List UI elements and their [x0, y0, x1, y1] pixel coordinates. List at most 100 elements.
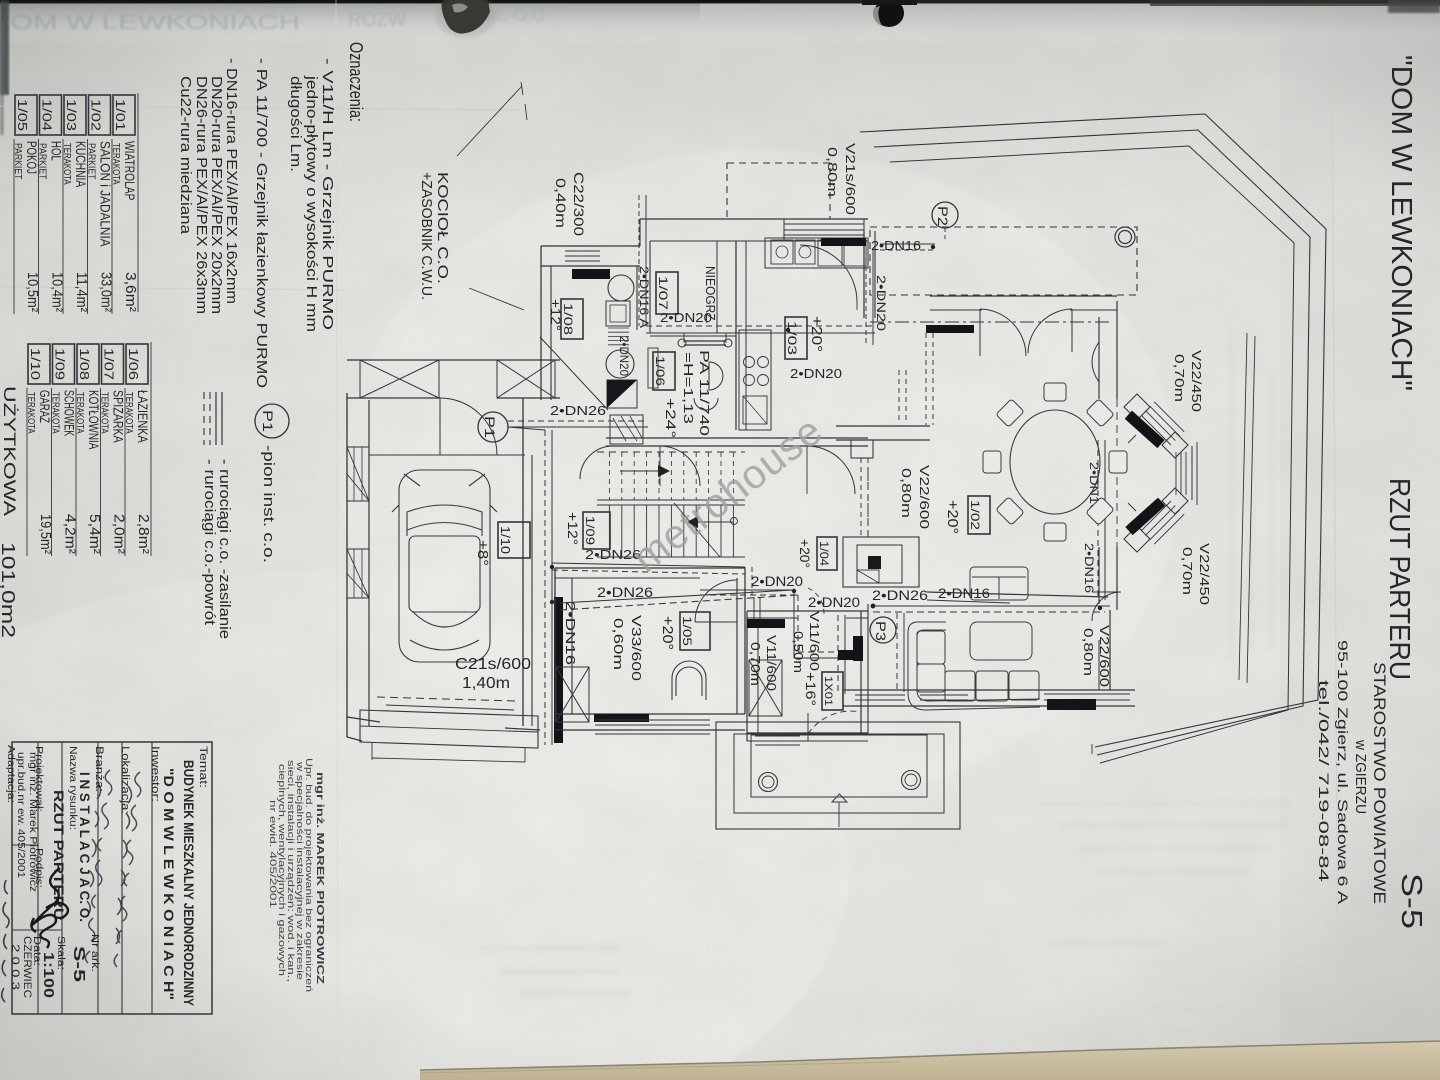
svg-text:2•DN16 A: 2•DN16 A: [637, 266, 651, 328]
svg-text:DN26-rura PEX/Al/PEX 26x3mm: DN26-rura PEX/Al/PEX 26x3mm: [193, 76, 210, 314]
svg-text:S-5: S-5: [70, 946, 87, 982]
svg-text:+ZASOBNIK C.W.U.: +ZASOBNIK C.W.U.: [418, 172, 435, 300]
svg-text:TERAKOTA: TERAKOTA: [99, 392, 111, 434]
svg-text:1/10: 1/10: [498, 526, 513, 554]
svg-text:C22/300: C22/300: [571, 172, 587, 236]
svg-text:+20°: +20°: [808, 316, 825, 352]
svg-text:2•DN26: 2•DN26: [550, 403, 606, 418]
svg-text:Cu22-rura miedziana: Cu22-rura miedziana: [177, 76, 194, 235]
svg-text:KUCHNIA: KUCHNIA: [73, 141, 88, 187]
svg-text:1/02: 1/02: [968, 500, 982, 530]
svg-text:Lokalizacja:: Lokalizacja:: [119, 746, 131, 814]
svg-text:2•DN26: 2•DN26: [585, 547, 641, 562]
svg-text:1/06: 1/06: [126, 348, 141, 380]
svg-text:2•DN20: 2•DN20: [751, 573, 803, 589]
svg-text:"DOM W LEWKONIACH": "DOM W LEWKONIACH": [1385, 55, 1417, 391]
svg-text:UŻYTKOWA: UŻYTKOWA: [0, 386, 19, 517]
svg-text:2•DN20: 2•DN20: [790, 366, 842, 381]
svg-text:RZUT PARTERU: RZUT PARTERU: [1383, 478, 1415, 680]
svg-text:C21s/600: C21s/600: [455, 656, 531, 673]
svg-text:- rurociągi c.o.-powrót: - rurociągi c.o.-powrót: [201, 459, 218, 626]
svg-text:GARAŻ: GARAŻ: [37, 390, 52, 423]
svg-text:ŁAZIENKA: ŁAZIENKA: [135, 390, 150, 443]
svg-text:2•DN16: 2•DN16: [871, 238, 921, 253]
svg-text:1/01: 1/01: [113, 99, 128, 131]
svg-text:PARKIET: PARKIET: [37, 143, 49, 180]
svg-text:0,70m: 0,70m: [748, 642, 763, 686]
svg-text:0,70m: 0,70m: [1180, 547, 1195, 595]
svg-text:2,8m²: 2,8m²: [135, 514, 151, 554]
svg-text:+20°: +20°: [797, 539, 813, 568]
svg-text:2•DN20: 2•DN20: [660, 310, 712, 325]
svg-text:0,60m: 0,60m: [611, 618, 626, 670]
svg-text:BUDYNEK MIESZKALNY JEDNORODZ: BUDYNEK MIESZKALNY JEDNORODZINNY: [181, 760, 197, 1007]
svg-text:PARKIET: PARKIET: [86, 143, 98, 180]
svg-text:- V11/H Lm - Grzejnik PURM: - V11/H Lm - Grzejnik PURMO: [319, 58, 336, 330]
svg-text:2•DN20: 2•DN20: [617, 336, 631, 376]
svg-text:2•DN16: 2•DN16: [563, 601, 578, 665]
svg-text:2•DN26: 2•DN26: [597, 584, 653, 600]
svg-text:STAROSTWO POWIATOWE: STAROSTWO POWIATOWE: [1370, 662, 1389, 904]
svg-text:CZERWIEC: CZERWIEC: [21, 936, 33, 998]
svg-text:Branża:: Branża:: [93, 746, 105, 792]
svg-text:11,4m²: 11,4m²: [73, 272, 89, 312]
svg-text:S-5: S-5: [1395, 873, 1427, 929]
svg-text:- PA 11/700 - Grzejnik łazi: - PA 11/700 - Grzejnik łazienkowy PURMO: [253, 58, 270, 388]
svg-text:2,0m²: 2,0m²: [111, 514, 127, 554]
svg-text:TERAKOTA: TERAKOTA: [110, 143, 122, 185]
svg-text:2•DN16: 2•DN16: [1082, 543, 1096, 593]
svg-text:33,0m²: 33,0m²: [98, 272, 114, 312]
svg-text:V22/450: V22/450: [1189, 350, 1204, 412]
svg-text:1/05: 1/05: [680, 616, 694, 646]
svg-text:1/09: 1/09: [53, 348, 68, 380]
svg-text:1/04: 1/04: [40, 99, 55, 131]
svg-text:10,4m²: 10,4m²: [49, 272, 65, 312]
svg-text:+8°: +8°: [474, 540, 491, 566]
svg-text:Projektował:: Projektował:: [33, 746, 44, 812]
svg-text:P2: P2: [935, 206, 951, 226]
svg-text:1/03: 1/03: [64, 99, 79, 131]
svg-text:długości Lm.: długości Lm.: [287, 76, 304, 172]
svg-text:1:100: 1:100: [40, 952, 57, 998]
svg-text:Nazwa rysunku:: Nazwa rysunku:: [67, 746, 78, 830]
svg-text:TERAKOTA: TERAKOTA: [50, 392, 62, 434]
svg-text:1/09: 1/09: [583, 516, 597, 545]
svg-text:0,40m: 0,40m: [553, 178, 569, 228]
svg-text:"D O M W L E W K O N I A C: "D O M W L E W K O N I A C H": [161, 768, 177, 1000]
svg-text:1/08: 1/08: [561, 303, 575, 335]
svg-text:2•DN20: 2•DN20: [874, 275, 888, 331]
svg-text:95-100 Zgierz, ul. Sadowa 6 A: 95-100 Zgierz, ul. Sadowa 6 A: [1335, 640, 1351, 905]
svg-text:+20°: +20°: [944, 500, 961, 534]
svg-text:TERAKOTA: TERAKOTA: [123, 392, 135, 434]
svg-text:mgr inż. MAREK PIOTROWICZ: mgr inż. MAREK PIOTROWICZ: [314, 772, 326, 985]
svg-text:I N S T A L A C J A C. O.: I N S T A L A C J A C. O.: [77, 772, 93, 922]
svg-text:KOCIOŁ C.O.: KOCIOŁ C.O.: [434, 172, 451, 284]
svg-text:101,0m2: 101,0m2: [0, 542, 18, 638]
svg-text:1/05: 1/05: [15, 99, 30, 131]
svg-text:V22/450: V22/450: [1197, 543, 1212, 605]
svg-text:Inwestor:: Inwestor:: [149, 746, 161, 802]
svg-text:0,80m: 0,80m: [899, 468, 914, 518]
svg-text:1/10: 1/10: [28, 348, 43, 380]
svg-text:2•DN20: 2•DN20: [808, 594, 860, 610]
svg-text:WIATROLAP: WIATROLAP: [122, 141, 137, 200]
svg-text:+20°: +20°: [659, 616, 676, 650]
svg-text:+16°: +16°: [803, 672, 819, 706]
svg-text:+24°: +24°: [663, 398, 679, 438]
svg-text:1/04: 1/04: [817, 541, 831, 566]
svg-text:SCHOWEK: SCHOWEK: [62, 390, 77, 436]
svg-text:19,5m²: 19,5m²: [37, 514, 53, 554]
svg-text:HOL: HOL: [49, 141, 64, 161]
svg-text:1/06: 1/06: [653, 356, 667, 386]
svg-text:V11/600: V11/600: [764, 635, 779, 691]
svg-text:Oznaczenia:: Oznaczenia:: [346, 42, 366, 122]
svg-text:V21s/600: V21s/600: [843, 143, 858, 215]
svg-text:0,70m: 0,70m: [1172, 354, 1187, 402]
svg-text:RZUT PARTERU: RZUT PARTERU: [51, 790, 67, 920]
svg-text:- DN16-rura PEX/Al/PEX 16x2mm: - DN16-rura PEX/Al/PEX 16x2mm: [223, 58, 240, 304]
svg-text:Data:: Data:: [31, 936, 42, 966]
svg-text:V22/600: V22/600: [1097, 625, 1112, 687]
svg-text:1/07: 1/07: [656, 276, 670, 310]
svg-text:P1: P1: [482, 416, 498, 438]
svg-text:1/08: 1/08: [77, 348, 92, 380]
